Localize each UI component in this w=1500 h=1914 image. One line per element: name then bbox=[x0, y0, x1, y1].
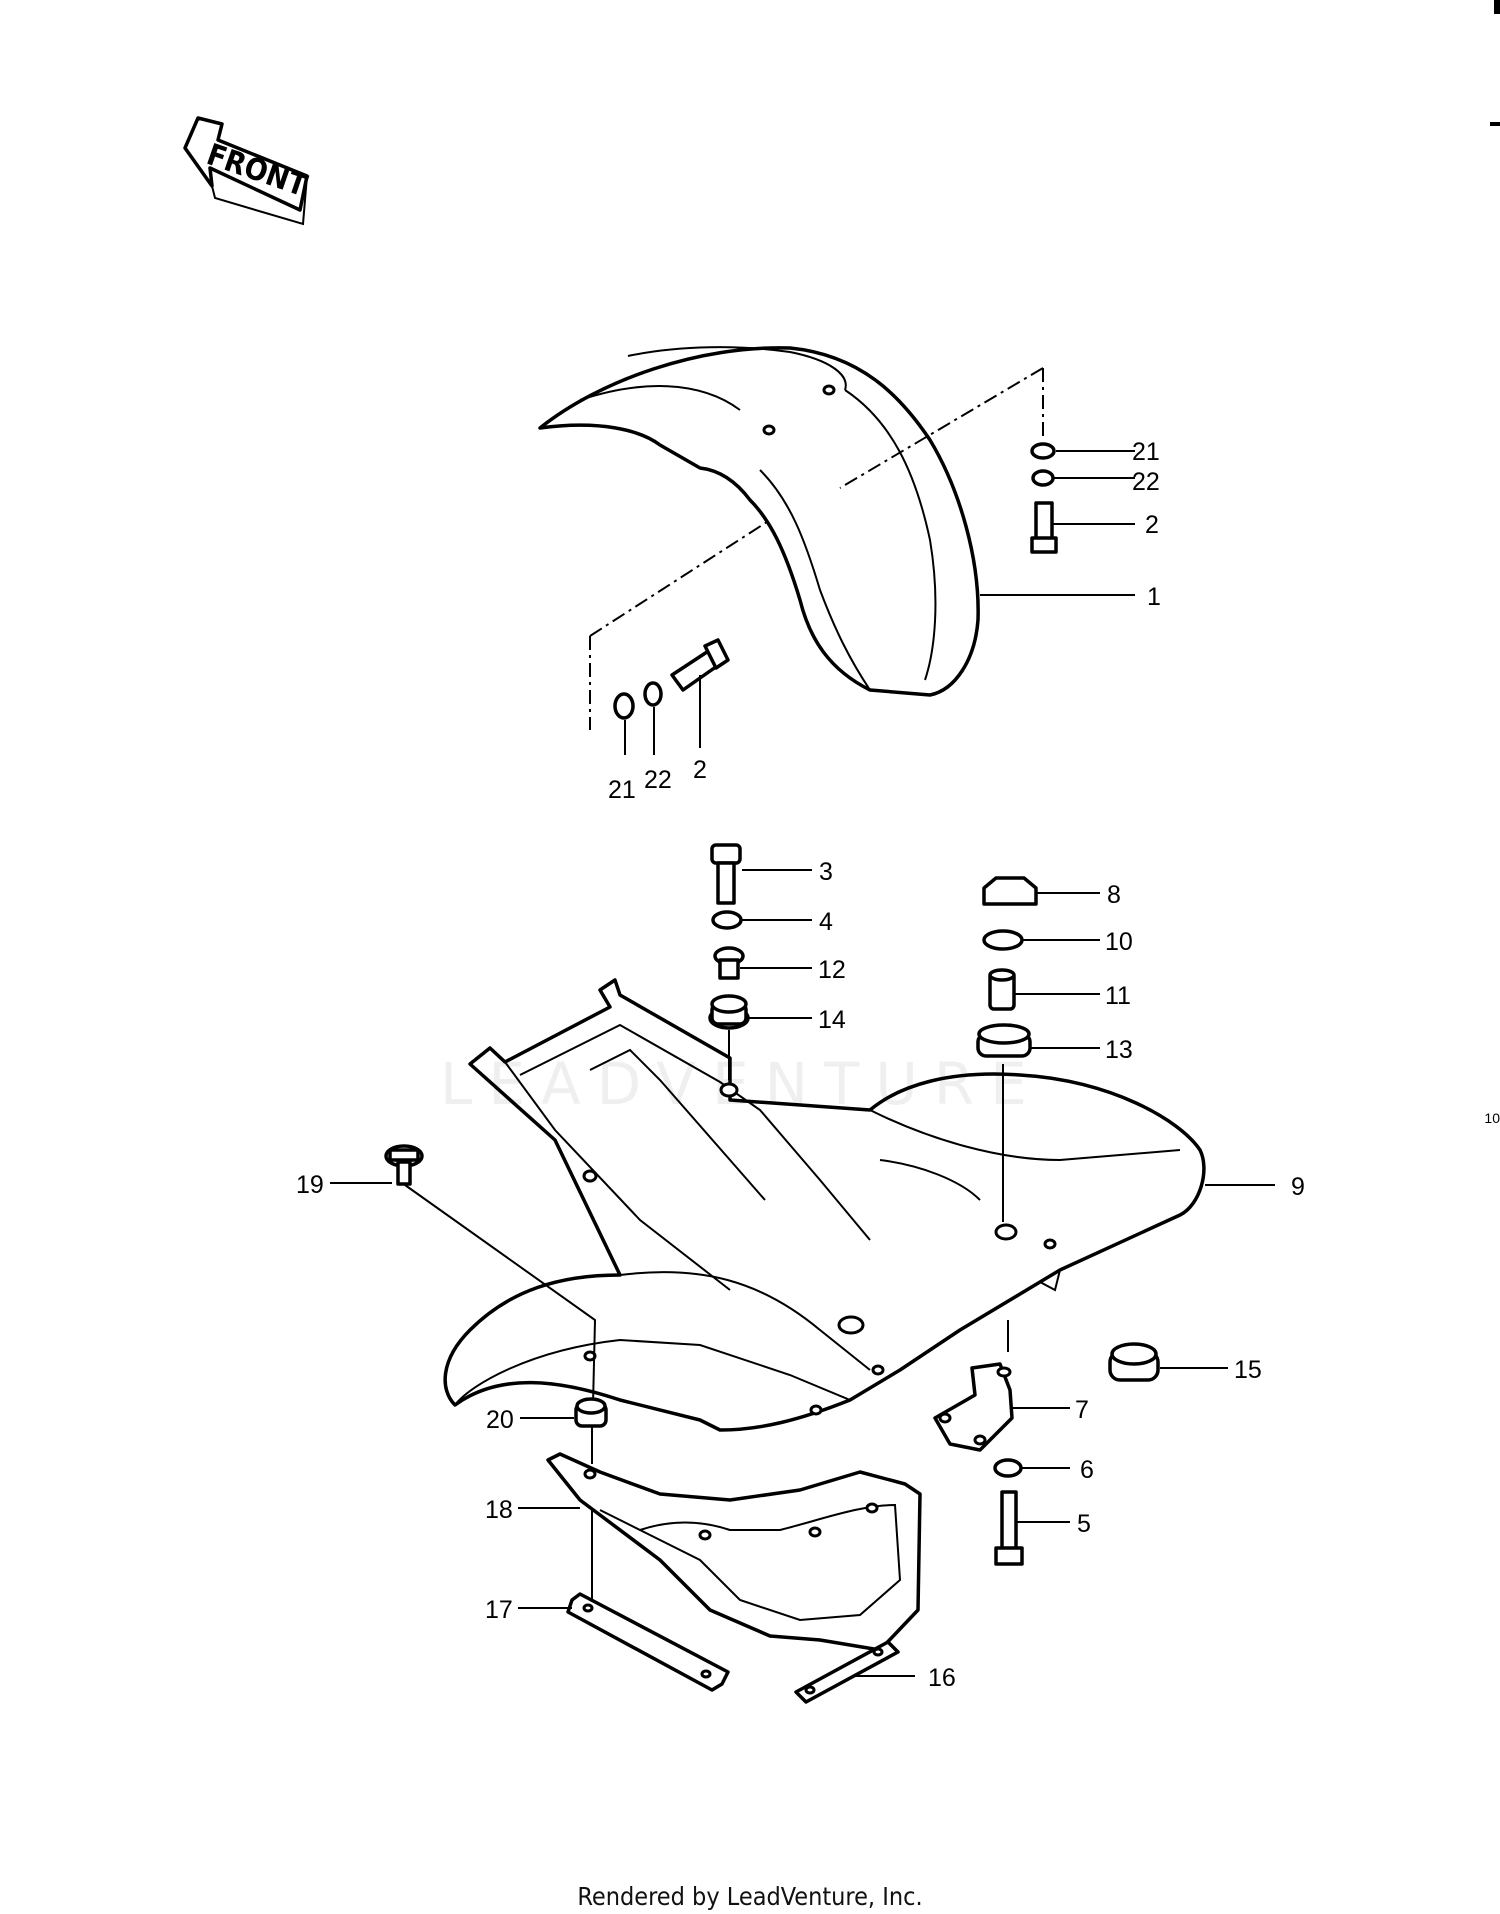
callout-19: 19 bbox=[296, 1171, 324, 1199]
grommet-15 bbox=[1108, 1342, 1160, 1382]
callout-4: 4 bbox=[819, 908, 833, 936]
cap-nut-8 bbox=[982, 876, 1038, 906]
lock-washer-22-right bbox=[1031, 469, 1055, 487]
footer-credit: Rendered by LeadVenture, Inc. bbox=[577, 1882, 923, 1911]
lock-washer-4 bbox=[711, 910, 743, 930]
corner-mark-mid bbox=[1490, 122, 1500, 126]
callout-1: 1 bbox=[1147, 583, 1161, 611]
callout-16: 16 bbox=[928, 1664, 956, 1692]
callout-7: 7 bbox=[1075, 1396, 1089, 1424]
side-mark: 10 bbox=[1484, 1110, 1500, 1126]
front-fender bbox=[538, 346, 980, 697]
callout-2-left: 2 bbox=[693, 756, 707, 784]
washer-21-left bbox=[613, 692, 635, 720]
bolt-2-right bbox=[1030, 501, 1058, 554]
washer-21-right bbox=[1030, 442, 1056, 460]
callout-8: 8 bbox=[1107, 881, 1121, 909]
callout-11: 11 bbox=[1105, 982, 1131, 1010]
callout-5: 5 bbox=[1077, 1510, 1091, 1538]
callout-3: 3 bbox=[819, 858, 833, 886]
leader-lines bbox=[330, 450, 1275, 1677]
callout-22-right: 22 bbox=[1132, 468, 1160, 496]
callout-9: 9 bbox=[1291, 1173, 1305, 1201]
washer-10 bbox=[982, 929, 1024, 951]
rear-fender bbox=[443, 978, 1206, 1432]
mud-guard-18 bbox=[546, 1452, 922, 1652]
collar-11 bbox=[988, 968, 1016, 1011]
plate-17 bbox=[566, 1592, 730, 1692]
callout-18: 18 bbox=[485, 1496, 513, 1524]
callout-14: 14 bbox=[818, 1006, 846, 1034]
callout-13: 13 bbox=[1105, 1036, 1133, 1064]
callout-20: 20 bbox=[486, 1406, 514, 1434]
callout-12: 12 bbox=[818, 956, 846, 984]
callout-labels: 21 22 2 1 21 22 2 3 4 12 14 8 10 11 13 9… bbox=[296, 438, 1305, 1692]
flange-bolt-19 bbox=[384, 1144, 424, 1186]
bracket-7 bbox=[933, 1362, 1014, 1452]
corner-mark-top bbox=[1494, 0, 1500, 14]
grommet-20 bbox=[574, 1397, 608, 1428]
callout-21-right: 21 bbox=[1132, 438, 1160, 466]
bolt-2-left bbox=[670, 638, 730, 692]
watermark: LEADVENTURE bbox=[440, 1050, 1043, 1118]
bolt-5 bbox=[994, 1490, 1024, 1566]
washer-6 bbox=[993, 1458, 1023, 1478]
callout-17: 17 bbox=[485, 1596, 513, 1624]
damper-14 bbox=[708, 994, 750, 1030]
callout-15: 15 bbox=[1234, 1356, 1262, 1384]
damper-13 bbox=[976, 1023, 1032, 1058]
callout-10: 10 bbox=[1105, 928, 1133, 956]
collar-12 bbox=[713, 946, 745, 980]
plate-16 bbox=[794, 1640, 900, 1704]
front-arrow-label: FRONT bbox=[202, 137, 311, 204]
callout-22-left: 22 bbox=[644, 766, 672, 794]
front-arrow: FRONT bbox=[183, 116, 312, 226]
callout-6: 6 bbox=[1080, 1456, 1094, 1484]
callout-21-left: 21 bbox=[608, 776, 636, 804]
lock-washer-22-left bbox=[643, 681, 663, 707]
bolt-3 bbox=[710, 843, 742, 905]
callout-2-right: 2 bbox=[1145, 511, 1159, 539]
